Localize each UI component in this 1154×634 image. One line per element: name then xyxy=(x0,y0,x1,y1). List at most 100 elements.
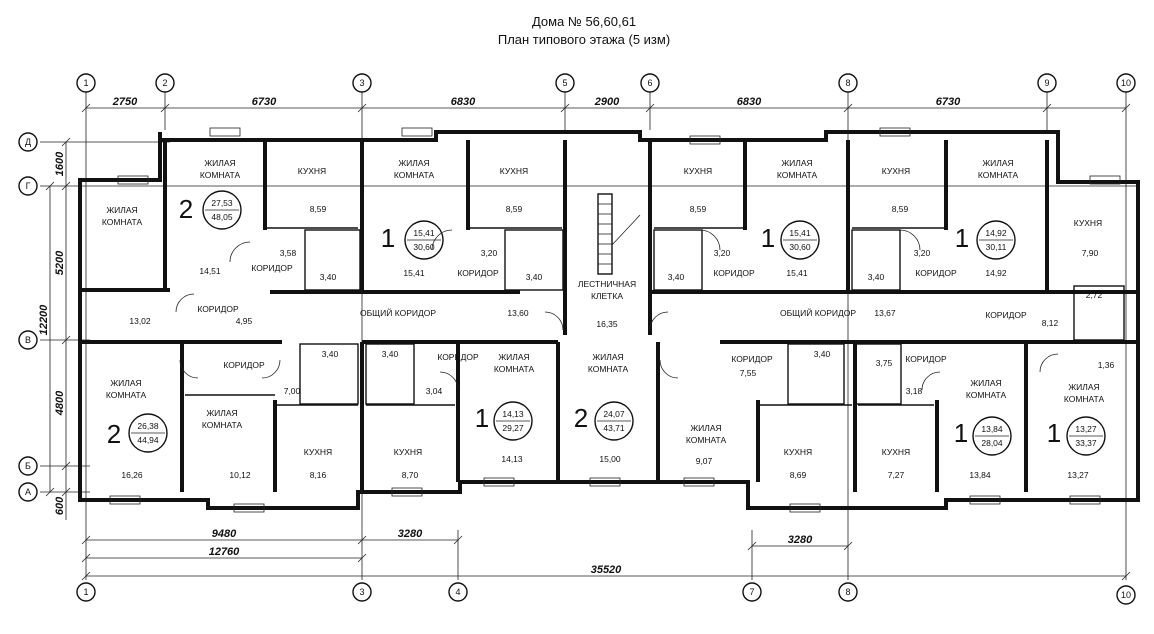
dim-bottom-label: 35520 xyxy=(591,564,622,576)
apartment-living-area: 13,27 xyxy=(1075,424,1097,434)
room-label: КОМНАТА xyxy=(494,364,535,374)
axis-top-label: 1 xyxy=(83,78,88,88)
area-value: 7,90 xyxy=(1082,248,1099,258)
area-value: 3,20 xyxy=(481,248,498,258)
apartment-total-area: 43,71 xyxy=(603,423,625,433)
room-label: КОМНАТА xyxy=(102,217,143,227)
room-label: КОРИДОР xyxy=(985,310,1027,320)
apartment-rooms: 2 xyxy=(107,419,121,449)
area-value: 8,59 xyxy=(892,204,909,214)
area-value: 3,40 xyxy=(526,272,543,282)
area-value: 3,40 xyxy=(320,272,337,282)
dim-left-label: 4800 xyxy=(54,390,66,416)
room-labels: ЖИЛАЯ КОМНАТА КУХНЯ ЖИЛАЯ КОМНАТА КОРИДО… xyxy=(102,158,1105,457)
apartment-living-area: 14,92 xyxy=(985,228,1007,238)
dim-top-label: 6830 xyxy=(451,96,476,108)
room-label: ЖИЛАЯ xyxy=(982,158,1013,168)
area-value: 9,07 xyxy=(696,456,713,466)
dim-top-label: 2750 xyxy=(112,96,138,108)
apartment-rooms: 1 xyxy=(761,223,775,253)
axis-bottom-label: 8 xyxy=(845,587,850,597)
apartment-living-area: 27,53 xyxy=(211,198,233,208)
area-value: 1,36 xyxy=(1098,360,1115,370)
dim-left-label: 1600 xyxy=(54,151,66,176)
room-label: КУХНЯ xyxy=(882,447,910,457)
room-label: КОМНАТА xyxy=(202,420,243,430)
area-value: 3,04 xyxy=(426,386,443,396)
room-label: ЖИЛАЯ xyxy=(1068,382,1099,392)
area-value: 13,27 xyxy=(1067,470,1089,480)
room-label: КОРИДОР xyxy=(197,304,239,314)
room-label: ЖИЛАЯ xyxy=(690,423,721,433)
apartment-living-area: 13,84 xyxy=(981,424,1003,434)
area-value: 3,58 xyxy=(280,248,297,258)
room-label: КУХНЯ xyxy=(1074,218,1102,228)
dim-left-label: 5200 xyxy=(54,250,66,275)
axis-bottom-label: 4 xyxy=(455,587,460,597)
area-value: 13,84 xyxy=(969,470,991,480)
area-value: 7,00 xyxy=(284,386,301,396)
room-label: КУХНЯ xyxy=(304,447,332,457)
dim-top-label: 6730 xyxy=(252,96,277,108)
room-label: КОРИДОР xyxy=(905,354,947,364)
area-value: 8,59 xyxy=(310,204,327,214)
plan-title-line1: Дома № 56,60,61 xyxy=(532,14,636,29)
walls xyxy=(78,127,1140,513)
apartment-total-area: 44,94 xyxy=(137,435,159,445)
room-label: КОРИДОР xyxy=(731,354,773,364)
area-value: 3,75 xyxy=(876,358,893,368)
axis-top-label: 3 xyxy=(359,78,364,88)
apartment-total-area: 30,11 xyxy=(986,242,1007,252)
room-label: ЖИЛАЯ xyxy=(106,205,137,215)
axis-bottom-label: 10 xyxy=(1121,590,1131,600)
plan-title-line2: План типового этажа (5 изм) xyxy=(498,32,670,47)
axis-top-markers: 1 2 3 5 6 8 9 10 xyxy=(76,73,1136,93)
area-value: 13,60 xyxy=(507,308,529,318)
area-value: 3,20 xyxy=(914,248,931,258)
apartment-rooms: 1 xyxy=(475,403,489,433)
room-label: ЖИЛАЯ xyxy=(781,158,812,168)
area-value: 3,40 xyxy=(322,349,339,359)
room-label: КУХНЯ xyxy=(394,447,422,457)
room-label: КОРИДОР xyxy=(457,268,499,278)
area-value: 13,67 xyxy=(874,308,896,318)
apartment-rooms: 1 xyxy=(1047,418,1061,448)
axis-left-label: Г xyxy=(26,181,31,191)
area-value: 13,02 xyxy=(129,316,151,326)
axis-top-label: 9 xyxy=(1044,78,1049,88)
area-value: 10,12 xyxy=(229,470,251,480)
room-label: ЖИЛАЯ xyxy=(592,352,623,362)
axis-left-label: Д xyxy=(25,137,31,147)
axis-top-label: 10 xyxy=(1121,78,1131,88)
axis-top-label: 5 xyxy=(562,78,567,88)
room-label: КОРИДОР xyxy=(713,268,755,278)
dim-bottom-label: 9480 xyxy=(212,528,237,540)
dimension-lines xyxy=(45,103,1131,581)
apartment-rooms: 2 xyxy=(574,403,588,433)
room-label: ЖИЛАЯ xyxy=(970,378,1001,388)
room-label: КОМНАТА xyxy=(978,170,1019,180)
room-label: КОРИДОР xyxy=(915,268,957,278)
area-value: 2,72 xyxy=(1086,290,1103,300)
room-label: КОМНАТА xyxy=(588,364,629,374)
apartment-living-area: 24,07 xyxy=(603,409,625,419)
area-value: 7,27 xyxy=(888,470,905,480)
area-value: 3,40 xyxy=(382,349,399,359)
room-label: КОМНАТА xyxy=(200,170,241,180)
apartment-living-area: 15,41 xyxy=(789,228,811,238)
room-label: КОМНАТА xyxy=(1064,394,1105,404)
dim-bottom-label: 3280 xyxy=(788,534,813,546)
room-label: ЖИЛАЯ xyxy=(204,158,235,168)
area-value: 7,55 xyxy=(740,368,757,378)
axis-top-label: 2 xyxy=(162,78,167,88)
area-value: 14,13 xyxy=(501,454,523,464)
dim-top-label: 6730 xyxy=(936,96,961,108)
dim-top-label: 6830 xyxy=(737,96,762,108)
apartment-total-area: 30,60 xyxy=(789,242,811,252)
area-value: 4,95 xyxy=(236,316,253,326)
axis-left-label: В xyxy=(25,335,31,345)
area-value: 16,26 xyxy=(121,470,143,480)
area-value: 14,92 xyxy=(985,268,1007,278)
room-label: КУХНЯ xyxy=(684,166,712,176)
apartment-markers: 2 27,53 48,05 1 15,41 30,60 1 15,41 30,6… xyxy=(107,190,1106,456)
